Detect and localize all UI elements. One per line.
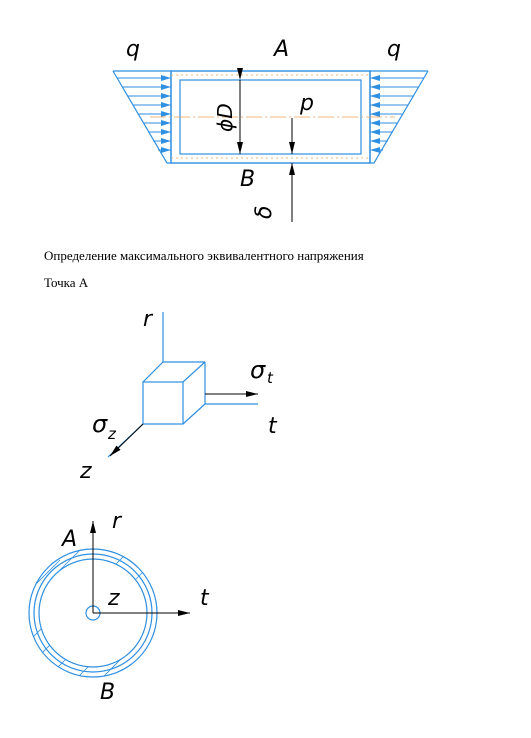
stress-element-diagram: r σ t t σ z z [79,307,278,484]
label-z: z [79,459,92,484]
label-sigma-t-sub: t [267,369,274,387]
label-A: A [272,37,289,62]
cross-section-diagram: A r z t B [28,509,210,705]
pressure-arrows-left [117,75,171,153]
section-heading: Определение максимального эквивалентного… [44,248,364,263]
point-label: Точка А [44,275,89,290]
pipe-pressure-diagram: q A q ϕD p B δ [112,37,429,222]
label-p: p [299,91,314,116]
label-sigma-z: σ [92,410,108,438]
label-sigma-t: σ [250,356,266,384]
label-diameter: ϕD [213,103,237,132]
label-r: r [143,307,154,332]
label-z: z [107,586,120,611]
sigma-z-arrow [109,423,144,457]
label-B: B [240,167,255,192]
pressure-arrows-right [370,75,424,153]
pipe-dashed-lines [150,74,395,159]
label-t: t [200,586,210,611]
label-q-left: q [126,37,140,62]
label-r: r [112,509,123,534]
label-delta: δ [252,206,277,219]
label-B: B [100,680,115,705]
label-q-right: q [387,37,401,62]
label-A: A [60,527,77,552]
label-t: t [268,414,278,439]
label-sigma-z-sub: z [107,425,117,443]
cube-element [142,361,206,425]
